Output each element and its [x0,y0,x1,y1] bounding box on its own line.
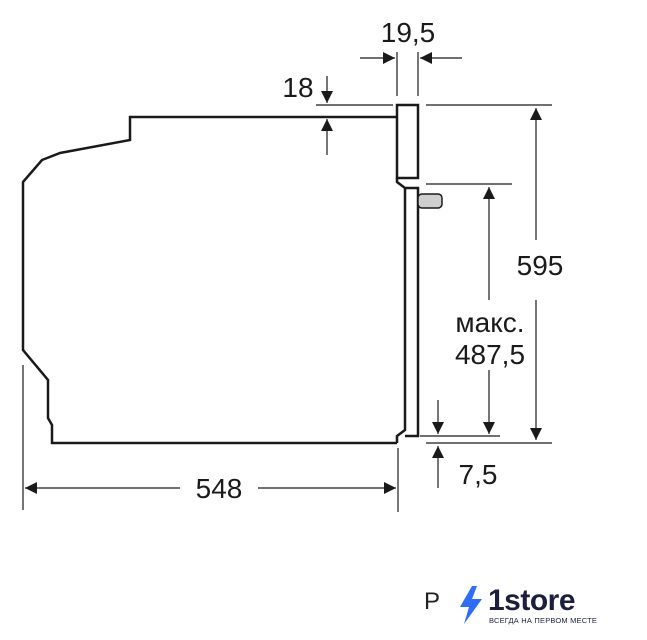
front-panel-top [395,103,420,180]
max-value: 487,5 [455,339,525,370]
top-gap-label: 19,5 [381,17,436,48]
height-label: 595 [517,250,564,281]
depth-label: 548 [196,473,243,504]
lightning-bolt-icon [460,586,482,624]
top-offset-label: 18 [282,72,313,103]
brand-tagline: ВСЕГДА НА ПЕРВОМ МЕСТЕ [489,616,598,625]
front-door [395,178,420,443]
brand-name: 1store [488,584,576,617]
bottom-offset-label: 7,5 [459,459,498,490]
oven-body-outline [21,115,397,445]
max-label: макс. [455,307,524,338]
oven-handle [417,193,443,209]
page-letter: P [424,588,441,615]
oven-side-diagram: 548 19,5 18 595 макс. 487,5 7,5 [21,17,564,512]
